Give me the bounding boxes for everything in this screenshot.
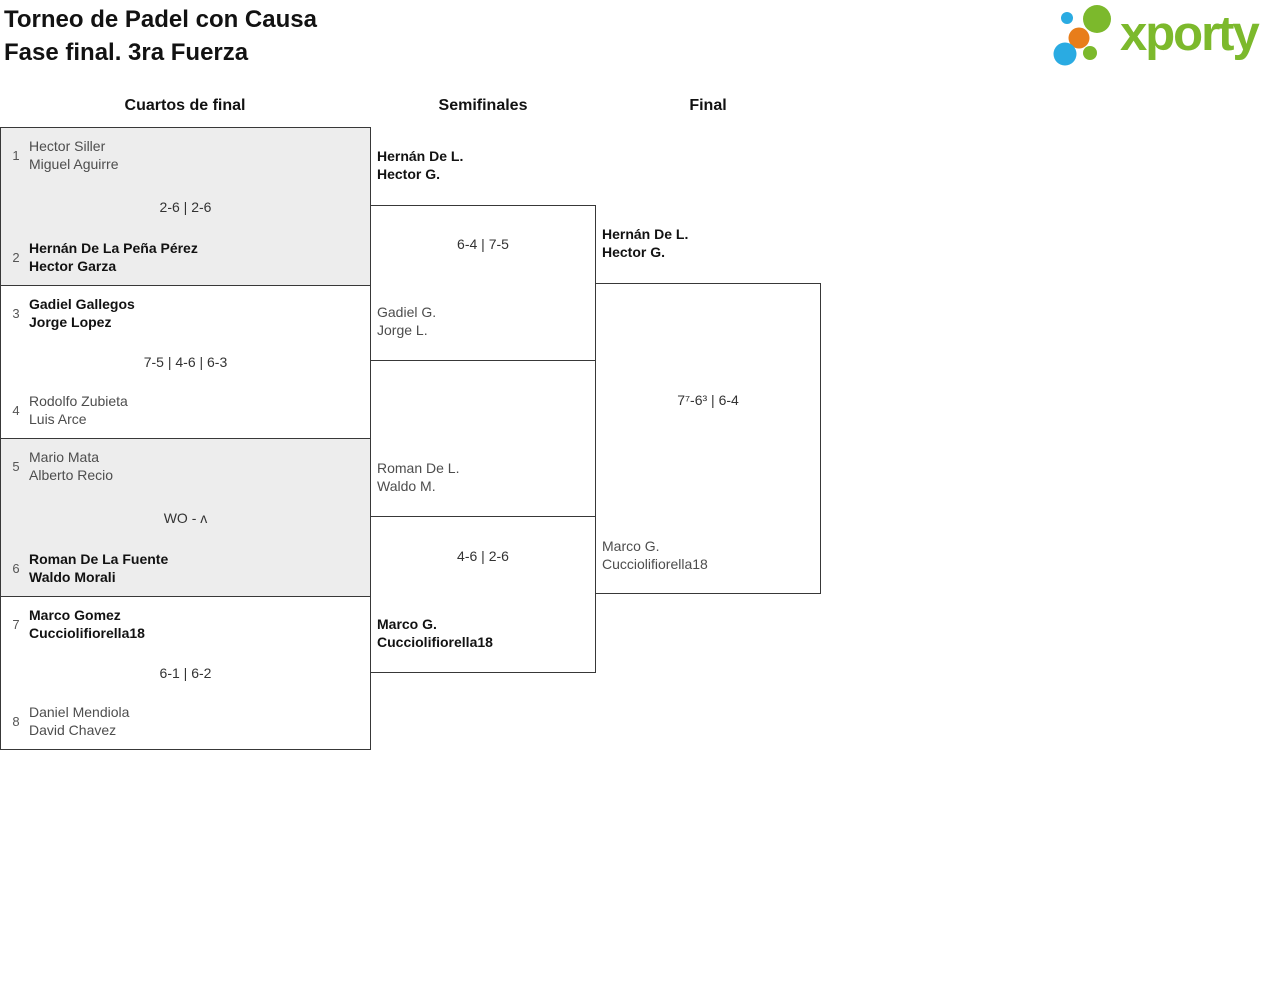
team-names: Roman De La Fuente Waldo Morali [29, 550, 168, 586]
qf1-team-top: 1 Hector Siller Miguel Aguirre [9, 137, 119, 173]
qf2-team-top: 3 Gadiel Gallegos Jorge Lopez [9, 295, 135, 331]
round-header-semifinals: Semifinales [438, 97, 528, 114]
player-name: Hector G. [602, 244, 666, 260]
qf3-score: WO - ʌ [163, 509, 208, 526]
qf1-team-bottom: 2 Hernán De La Peña Pérez Hector Garza [9, 239, 198, 275]
player-name: Gadiel G. [377, 304, 437, 320]
sf1-team-top: Hernán De L. Hector G. [377, 147, 463, 183]
player-name: Rodolfo Zubieta [29, 393, 128, 409]
seed-number: 2 [12, 249, 20, 265]
team-names: Mario Mata Alberto Recio [29, 448, 113, 484]
qf2-score: 7-5 | 4-6 | 6-3 [143, 354, 228, 370]
final-match-box [595, 283, 821, 594]
player-name: Hernán De L. [602, 226, 689, 242]
sf1-score: 6-4 | 7-5 [457, 236, 509, 252]
seed-number: 8 [12, 713, 20, 729]
player-name: Jorge L. [377, 322, 428, 338]
player-name: Hector Siller [29, 138, 106, 154]
player-name: Waldo M. [377, 478, 436, 494]
player-name: Gadiel Gallegos [29, 296, 135, 312]
player-name: Hector Garza [29, 258, 117, 274]
player-name: Jorge Lopez [29, 314, 112, 330]
qf3-team-bottom: 6 Roman De La Fuente Waldo Morali [9, 550, 168, 586]
page-title: Torneo de Padel con Causa Fase final. 3r… [4, 3, 317, 69]
quarterfinals-column: 1 Hector Siller Miguel Aguirre 2-6 | 2-6… [0, 127, 371, 750]
player-name: Mario Mata [29, 449, 100, 465]
qf-match-1: 1 Hector Siller Miguel Aguirre 2-6 | 2-6… [1, 128, 370, 285]
team-names: Rodolfo Zubieta Luis Arce [29, 392, 128, 428]
round-header-quarterfinals: Cuartos de final [124, 97, 246, 114]
page-title-line2: Fase final. 3ra Fuerza [4, 39, 249, 66]
player-name: Hernán De La Peña Pérez [29, 240, 198, 256]
player-name: Hernán De L. [377, 148, 464, 164]
player-name: Marco G. [602, 538, 660, 554]
qf2-team-bottom: 4 Rodolfo Zubieta Luis Arce [9, 392, 128, 428]
team-names: Marco Gomez Cucciolifiorella18 [29, 606, 145, 642]
team-names: Daniel Mendiola David Chavez [29, 703, 129, 739]
xporty-dots-icon [1053, 5, 1111, 66]
qf-match-3: 5 Mario Mata Alberto Recio WO - ʌ 6 Roma… [1, 438, 370, 596]
player-name: Luis Arce [29, 411, 87, 427]
xporty-logo-text: xporty [1120, 7, 1260, 61]
team-names: Hector Siller Miguel Aguirre [29, 137, 119, 173]
round-header-final: Final [689, 97, 727, 114]
seed-number: 7 [12, 616, 20, 632]
player-name: Cucciolifiorella18 [29, 625, 145, 641]
player-name: Marco G. [377, 616, 437, 632]
seed-number: 1 [12, 147, 20, 163]
qf4-score: 6-1 | 6-2 [159, 665, 212, 681]
sf2-team-bottom: Marco G. Cucciolifiorella18 [377, 615, 493, 651]
player-name: David Chavez [29, 722, 117, 738]
player-name: Cucciolifiorella18 [377, 634, 493, 650]
sf2-team-top: Roman De L. Waldo M. [377, 459, 459, 495]
player-name: Cucciolifiorella18 [602, 556, 708, 572]
qf-match-4: 7 Marco Gomez Cucciolifiorella18 6-1 | 6… [1, 596, 370, 749]
player-name: Waldo Morali [29, 569, 116, 585]
qf4-team-bottom: 8 Daniel Mendiola David Chavez [9, 703, 129, 739]
player-name: Roman De L. [377, 460, 460, 476]
player-name: Alberto Recio [29, 467, 114, 483]
seed-number: 5 [12, 458, 20, 474]
final-team-top: Hernán De L. Hector G. [602, 225, 688, 261]
player-name: Hector G. [377, 166, 441, 182]
seed-number: 3 [12, 305, 20, 321]
qf1-score: 2-6 | 2-6 [159, 198, 212, 215]
seed-number: 4 [12, 402, 20, 418]
player-name: Roman De La Fuente [29, 551, 169, 567]
player-name: Miguel Aguirre [29, 156, 119, 172]
final-score: 7⁷-6³ | 6-4 [677, 392, 739, 408]
team-names: Gadiel Gallegos Jorge Lopez [29, 295, 135, 331]
qf-match-2: 3 Gadiel Gallegos Jorge Lopez 7-5 | 4-6 … [1, 285, 370, 438]
seed-number: 6 [12, 560, 20, 576]
sf1-team-bottom: Gadiel G. Jorge L. [377, 303, 436, 339]
sf2-score: 4-6 | 2-6 [457, 548, 509, 564]
player-name: Marco Gomez [29, 607, 121, 623]
player-name: Daniel Mendiola [29, 704, 130, 720]
qf4-team-top: 7 Marco Gomez Cucciolifiorella18 [9, 606, 145, 642]
page-title-line1: Torneo de Padel con Causa [4, 6, 317, 33]
team-names: Hernán De La Peña Pérez Hector Garza [29, 239, 198, 275]
qf3-team-top: 5 Mario Mata Alberto Recio [9, 448, 113, 484]
xporty-logo: xporty [1048, 0, 1278, 75]
final-team-bottom: Marco G. Cucciolifiorella18 [602, 537, 708, 573]
sf-match-2-box [370, 516, 596, 673]
